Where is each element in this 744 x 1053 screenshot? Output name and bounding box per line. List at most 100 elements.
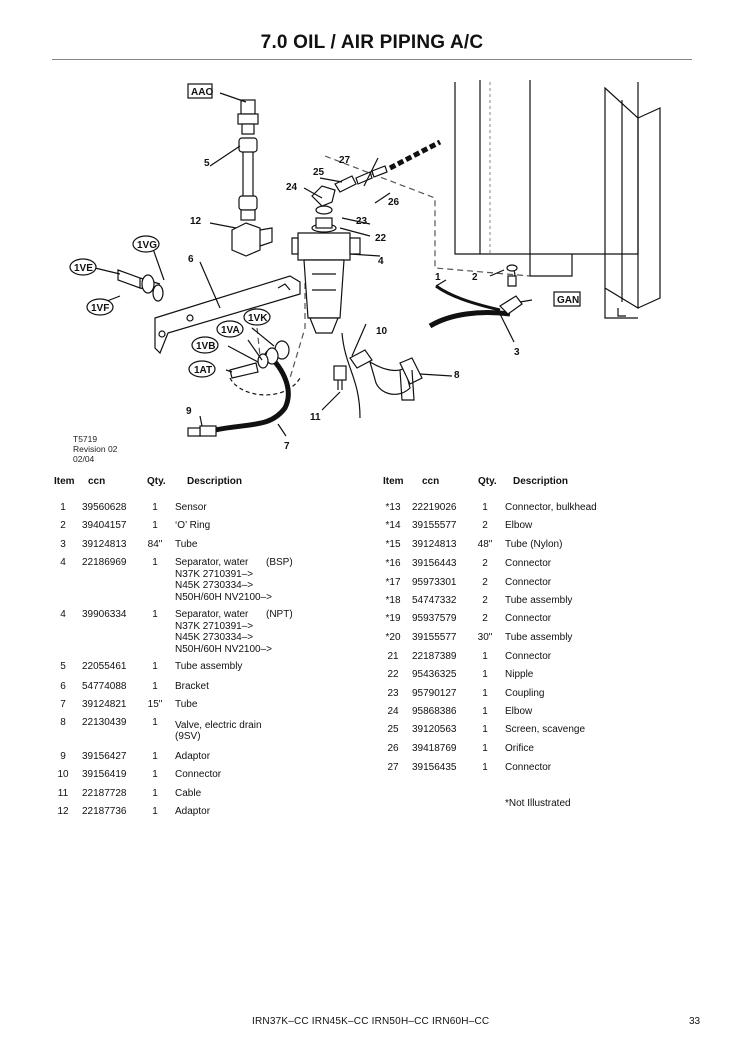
svg-text:8: 8	[454, 370, 460, 381]
item-number: 8	[60, 717, 66, 728]
item-number: 4	[60, 609, 66, 620]
quantity: 1	[482, 688, 488, 699]
description-line: N50H/60H NV2100–>	[175, 591, 273, 603]
description-line: Cable	[175, 788, 202, 799]
ccn-number: 22219026	[412, 502, 457, 513]
item-number: *16	[385, 558, 401, 569]
ccn-number: 39156435	[412, 762, 457, 773]
page-number: 33	[689, 1016, 701, 1027]
item-number: 27	[387, 762, 399, 773]
quantity: 1	[152, 681, 158, 692]
header-item-left: Item	[54, 476, 75, 487]
quantity: 1	[482, 651, 488, 662]
header-item-right: Item	[383, 476, 404, 487]
header-description-left: Description	[187, 476, 243, 487]
item-number: 26	[387, 743, 399, 754]
ccn-number: 39124813	[82, 539, 127, 550]
quantity: 1	[152, 769, 158, 780]
callout-1vk: 1VK	[243, 308, 271, 326]
tube-assembly-drawing	[231, 99, 273, 257]
quantity: 1	[482, 502, 488, 513]
fittings-top-drawing	[311, 139, 442, 207]
item-number: 12	[57, 806, 69, 817]
item-number: 21	[387, 651, 399, 662]
svg-text:AAO: AAO	[191, 87, 213, 98]
svg-text:3: 3	[514, 347, 520, 358]
svg-text:GAN: GAN	[557, 295, 579, 306]
svg-text:1AT: 1AT	[194, 365, 212, 376]
svg-text:7: 7	[284, 441, 290, 452]
description-line: Valve, electric drain	[175, 720, 262, 731]
ccn-number: 22055461	[82, 661, 127, 672]
ccn-number: 39404157	[82, 520, 127, 531]
title-rule	[52, 59, 692, 60]
description: Tube assembly	[505, 595, 573, 606]
svg-text:23: 23	[356, 216, 368, 227]
description-line: N37K 2710391–>	[175, 568, 254, 580]
thread-type: (NPT)	[266, 609, 293, 620]
quantity: 48"	[477, 539, 493, 550]
item-number: 9	[60, 751, 66, 762]
ccn-number: 39155577	[412, 632, 457, 643]
callout-1vb: 1VB	[191, 336, 219, 354]
ccn-number: 39156419	[82, 769, 127, 780]
ccn-number: 39418769	[412, 743, 457, 754]
quantity: 1	[152, 502, 158, 513]
callout-gan: GAN	[553, 291, 581, 307]
quantity: 84"	[147, 539, 163, 550]
item-number: *20	[385, 632, 401, 643]
page-title: 7.0 OIL / AIR PIPING A/C	[260, 32, 484, 53]
ccn-number: 22187389	[412, 651, 457, 662]
description: Connector	[505, 762, 552, 773]
description: Tube assembly	[505, 632, 573, 643]
quantity: 2	[482, 558, 488, 569]
description-line: Bracket	[175, 681, 209, 692]
item-number: *18	[385, 595, 401, 606]
svg-text:11: 11	[310, 412, 321, 423]
quantity: 2	[482, 577, 488, 588]
quantity: 1	[482, 762, 488, 773]
description-line: Tube assembly	[175, 661, 243, 672]
ccn-number: 39906334	[82, 609, 127, 620]
description-line: Sensor	[175, 502, 207, 513]
description: Connector	[505, 651, 552, 662]
ccn-number: 95790127	[412, 688, 457, 699]
description: Coupling	[505, 688, 545, 699]
description-line: Adaptor	[175, 806, 211, 817]
ccn-number: 39155577	[412, 520, 457, 531]
header-qty-right: Qty.	[478, 476, 497, 487]
description-line: Connector	[175, 769, 222, 780]
header-description-right: Description	[513, 476, 569, 487]
description: Orifice	[505, 743, 534, 754]
item-number: 2	[60, 520, 66, 531]
callout-1ve: 1VE	[69, 258, 97, 276]
quantity: 1	[152, 806, 158, 817]
item-number: *19	[385, 613, 401, 624]
revision-date: 02/04	[73, 454, 95, 464]
svg-text:1VG: 1VG	[137, 240, 157, 251]
description: Connector	[505, 577, 552, 588]
description: Tube (Nylon)	[505, 539, 563, 550]
item-number: *13	[385, 502, 401, 513]
ccn-number: 54747332	[412, 595, 457, 606]
svg-text:26: 26	[388, 197, 400, 208]
svg-text:25: 25	[313, 167, 325, 178]
item-number: 7	[60, 699, 66, 710]
footer-models: IRN37K–CC IRN45K–CC IRN50H–CC IRN60H–CC	[252, 1016, 490, 1027]
item-number: 5	[60, 661, 66, 672]
quantity: 15"	[147, 699, 163, 710]
ccn-number: 54774088	[82, 681, 127, 692]
item-number: 6	[60, 681, 66, 692]
callout-1vf: 1VF	[86, 298, 114, 316]
quantity: 1	[152, 661, 158, 672]
quantity: 1	[152, 557, 158, 568]
svg-text:5: 5	[204, 158, 210, 169]
svg-text:9: 9	[186, 406, 192, 417]
item-number: 24	[387, 706, 399, 717]
not-illustrated-note: *Not Illustrated	[505, 798, 571, 809]
description: Nipple	[505, 669, 534, 680]
drawing-number: T5719	[73, 434, 98, 444]
svg-text:1VB: 1VB	[196, 341, 215, 352]
ccn-number: 39124821	[82, 699, 127, 710]
ccn-number: 39560628	[82, 502, 127, 513]
